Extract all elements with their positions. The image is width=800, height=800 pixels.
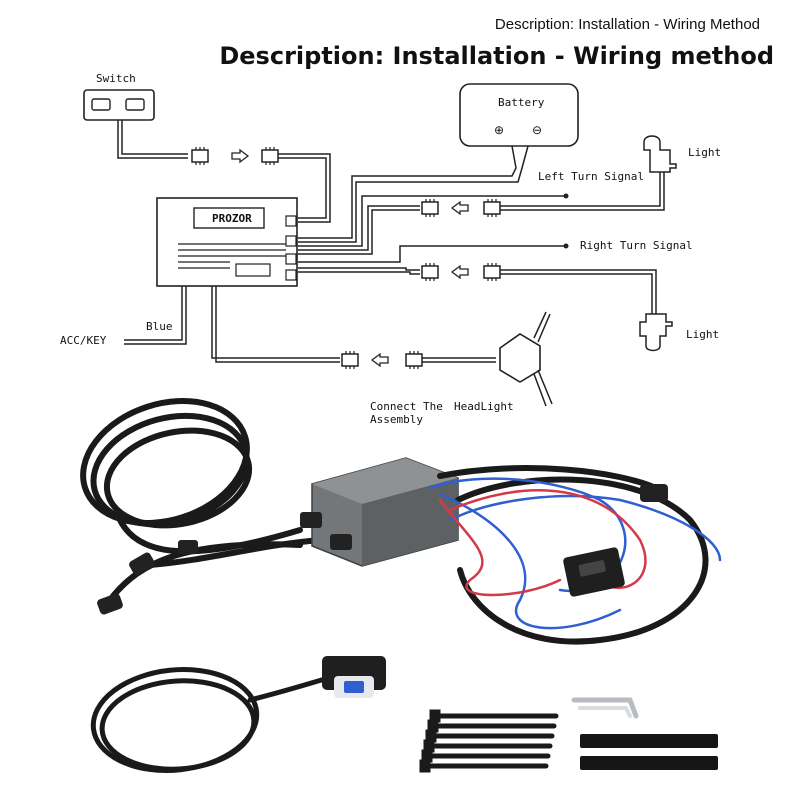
top-caption: Description: Installation - Wiring Metho… bbox=[494, 16, 760, 33]
headlight-label: HeadLight bbox=[454, 400, 514, 413]
switch-icon bbox=[83, 89, 155, 121]
controller-box bbox=[156, 197, 298, 287]
battery-negative-icon: ⊖ bbox=[532, 123, 542, 137]
headlight-connector-icon bbox=[341, 350, 359, 370]
heat-shrink-icon bbox=[580, 734, 718, 770]
switch-connector-icon bbox=[191, 146, 209, 166]
switch-icon bbox=[322, 656, 386, 698]
fuse-icon bbox=[563, 547, 625, 597]
wiring-harness-photo bbox=[80, 398, 722, 645]
left-turn-label: Left Turn Signal bbox=[538, 170, 644, 183]
blue-label: Blue bbox=[146, 320, 173, 333]
battery-label: Battery bbox=[498, 96, 545, 109]
arrow-left-icon bbox=[451, 265, 469, 279]
light-bulb-icon bbox=[639, 313, 673, 352]
right-turn-label: Right Turn Signal bbox=[580, 239, 693, 252]
light-bulb-icon bbox=[643, 135, 677, 173]
controller-label: PROZOR bbox=[212, 212, 252, 225]
acc-key-label: ACC/KEY bbox=[60, 334, 107, 347]
switch-label: Switch bbox=[96, 72, 136, 85]
connector-icon bbox=[405, 350, 423, 370]
light-top-label: Light bbox=[688, 146, 721, 159]
splitter-icon bbox=[499, 311, 553, 407]
switch-cable-photo bbox=[90, 656, 386, 773]
zip-tie-icon bbox=[419, 709, 559, 773]
right-light-connector-icon bbox=[421, 262, 439, 282]
connector-icon bbox=[483, 198, 501, 218]
battery-icon bbox=[459, 83, 579, 147]
connect-assembly-line1: Connect The bbox=[370, 400, 443, 413]
page-title: Description: Installation - Wiring metho… bbox=[219, 42, 774, 70]
battery-positive-icon: ⊕ bbox=[494, 123, 504, 137]
connector-icon bbox=[483, 262, 501, 282]
connect-assembly-line2: Assembly bbox=[370, 413, 423, 426]
arrow-left-icon bbox=[371, 353, 389, 367]
left-light-connector-icon bbox=[421, 198, 439, 218]
arrow-right-icon bbox=[231, 149, 249, 163]
light-bottom-label: Light bbox=[686, 328, 719, 341]
connector-icon bbox=[261, 146, 279, 166]
arrow-left-icon bbox=[451, 201, 469, 215]
hex-key-icon bbox=[571, 697, 639, 719]
